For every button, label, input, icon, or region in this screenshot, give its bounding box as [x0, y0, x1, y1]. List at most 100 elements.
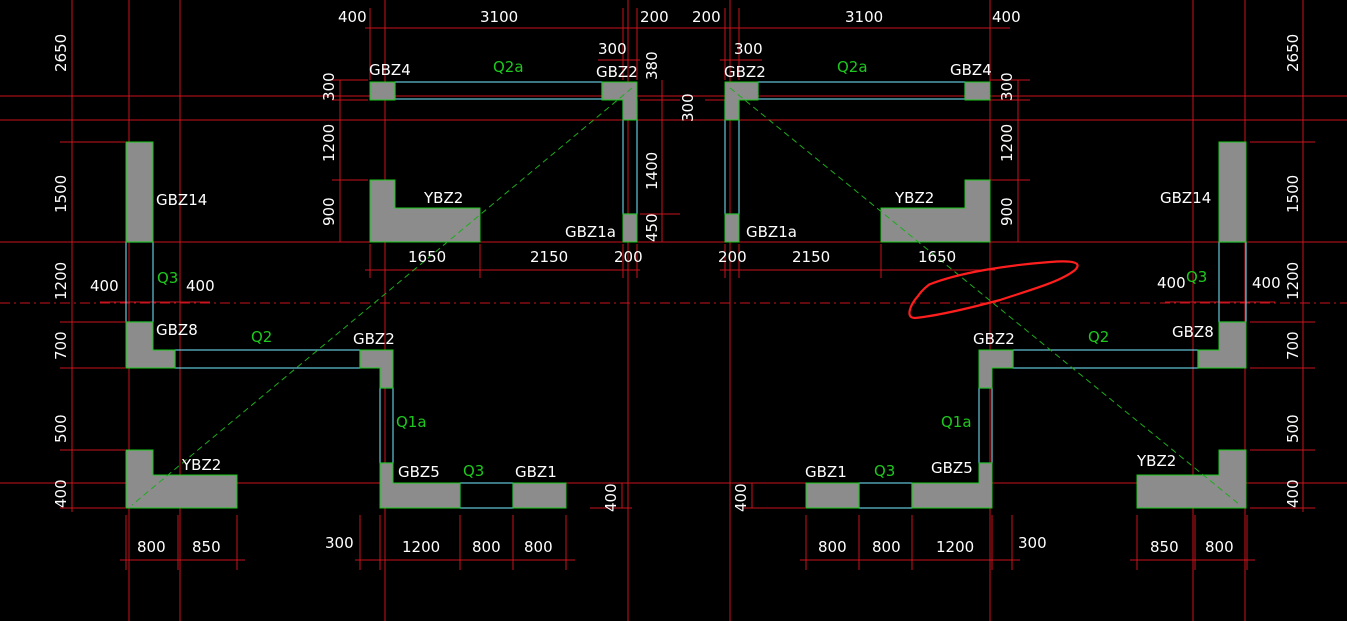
column-gbz5-left [379, 462, 461, 509]
dim-text: 300 [325, 534, 354, 552]
dim-text: 200 [718, 248, 747, 266]
dim-text: 850 [1150, 538, 1179, 556]
label-q3-left: Q3 [157, 269, 178, 287]
dim-text: 400 [992, 8, 1021, 26]
column-gbz2-top-left [601, 81, 638, 121]
dim-text: 300 [734, 40, 763, 58]
column-ybz2-mid-right [880, 179, 991, 243]
label-gbz14-right: GBZ14 [1160, 189, 1211, 207]
label-gbz5-left: GBZ5 [398, 463, 440, 481]
dim-text: 800 [872, 538, 901, 556]
dim-text: 800 [524, 538, 553, 556]
dim-text: 380 [643, 51, 661, 80]
dim-text: 400 [1252, 274, 1281, 292]
dim-text: 200 [692, 8, 721, 26]
dim-text: 2650 [1284, 34, 1302, 72]
label-gbz8-left: GBZ8 [156, 321, 198, 339]
label-gbz2-mid-left: GBZ2 [353, 330, 395, 348]
walls [125, 81, 1247, 509]
label-gbz1-right: GBZ1 [805, 463, 847, 481]
column-ybz2-mid-left [369, 179, 481, 243]
label-gbz1-left: GBZ1 [515, 463, 557, 481]
label-gbz5-right: GBZ5 [931, 459, 973, 477]
wall-q3-left [125, 241, 154, 323]
dim-text: 1500 [1284, 175, 1302, 213]
dim-text: 400 [1157, 274, 1186, 292]
dim-text: 900 [320, 197, 338, 226]
column-labels: GBZ4 GBZ2 GBZ2 GBZ4 YBZ2 YBZ2 GBZ1a GBZ1… [156, 61, 1214, 481]
label-q3-right: Q3 [1186, 268, 1207, 286]
dim-text: 400 [186, 277, 215, 295]
dim-text: 1200 [402, 538, 440, 556]
label-q3-bottom-right: Q3 [874, 462, 895, 480]
dimension-texts: 400 3100 200 200 3100 400 300 300 380 30… [52, 8, 1302, 556]
wall-q3-bottom-right [858, 482, 913, 509]
label-ybz2-bottom-right: YBZ2 [1136, 452, 1176, 470]
wall-q2-right [1012, 349, 1199, 369]
dim-text: 400 [732, 483, 750, 512]
label-ybz2-mid-left: YBZ2 [423, 189, 463, 207]
dim-text: 300 [598, 40, 627, 58]
columns [125, 81, 1247, 509]
column-gbz1-right [805, 482, 860, 509]
dim-text: 200 [640, 8, 669, 26]
dim-text: 3100 [480, 8, 518, 26]
column-gbz2-mid-left [359, 349, 394, 389]
wall-q3-bottom-left [459, 482, 514, 509]
column-gbz5-right [911, 462, 993, 509]
column-ybz2-bottom-left [125, 449, 238, 509]
dim-text: 500 [1284, 414, 1302, 443]
dim-text: 1200 [52, 262, 70, 300]
dim-text: 300 [320, 72, 338, 101]
dim-text: 900 [998, 197, 1016, 226]
dim-text: 800 [472, 538, 501, 556]
dim-text: 2150 [530, 248, 568, 266]
label-gbz8-right: GBZ8 [1172, 323, 1214, 341]
dim-text: 700 [1284, 331, 1302, 360]
label-q1a-left: Q1a [396, 413, 427, 431]
wall-q1a-left [379, 387, 394, 464]
label-gbz1a-right: GBZ1a [746, 223, 797, 241]
dim-text: 1200 [998, 124, 1016, 162]
red-markup-annotation[interactable] [908, 260, 1079, 320]
dim-text: 400 [52, 479, 70, 508]
dim-text: 500 [52, 414, 70, 443]
dim-text: 400 [1284, 479, 1302, 508]
column-gbz1a-right [724, 213, 740, 243]
dim-text: 800 [137, 538, 166, 556]
label-q2-right: Q2 [1088, 328, 1109, 346]
label-q2a-left: Q2a [493, 58, 524, 76]
dim-text: 2150 [792, 248, 830, 266]
label-q3-bottom-left: Q3 [463, 462, 484, 480]
wall-q3-right [1218, 241, 1247, 323]
label-gbz2-top-right: GBZ2 [724, 63, 766, 81]
column-gbz2-top-right [724, 81, 759, 121]
column-ybz2-bottom-right [1136, 449, 1247, 509]
label-gbz2-mid-right: GBZ2 [973, 330, 1015, 348]
dim-text: 2650 [52, 34, 70, 72]
dim-text: 1200 [1284, 262, 1302, 300]
dim-text: 300 [679, 93, 697, 122]
dim-text: 3100 [845, 8, 883, 26]
dim-text: 1500 [52, 175, 70, 213]
column-gbz14-left [125, 141, 154, 243]
label-ybz2-bottom-left: YBZ2 [181, 456, 221, 474]
dim-text: 1650 [918, 248, 956, 266]
wall-q2-left [174, 349, 361, 369]
column-gbz1a-left [622, 213, 638, 243]
column-gbz2-mid-right [978, 349, 1014, 389]
column-gbz14-right [1218, 141, 1247, 243]
label-ybz2-mid-right: YBZ2 [894, 189, 934, 207]
dim-text: 850 [192, 538, 221, 556]
dim-text: 400 [90, 277, 119, 295]
label-gbz4-right: GBZ4 [950, 61, 992, 79]
dim-text: 800 [1205, 538, 1234, 556]
dim-text: 400 [338, 8, 367, 26]
label-q1a-right: Q1a [941, 413, 972, 431]
dim-text: 1200 [320, 124, 338, 162]
label-gbz2-top-left: GBZ2 [596, 63, 638, 81]
dim-text: 800 [818, 538, 847, 556]
column-gbz4-left [369, 81, 396, 101]
